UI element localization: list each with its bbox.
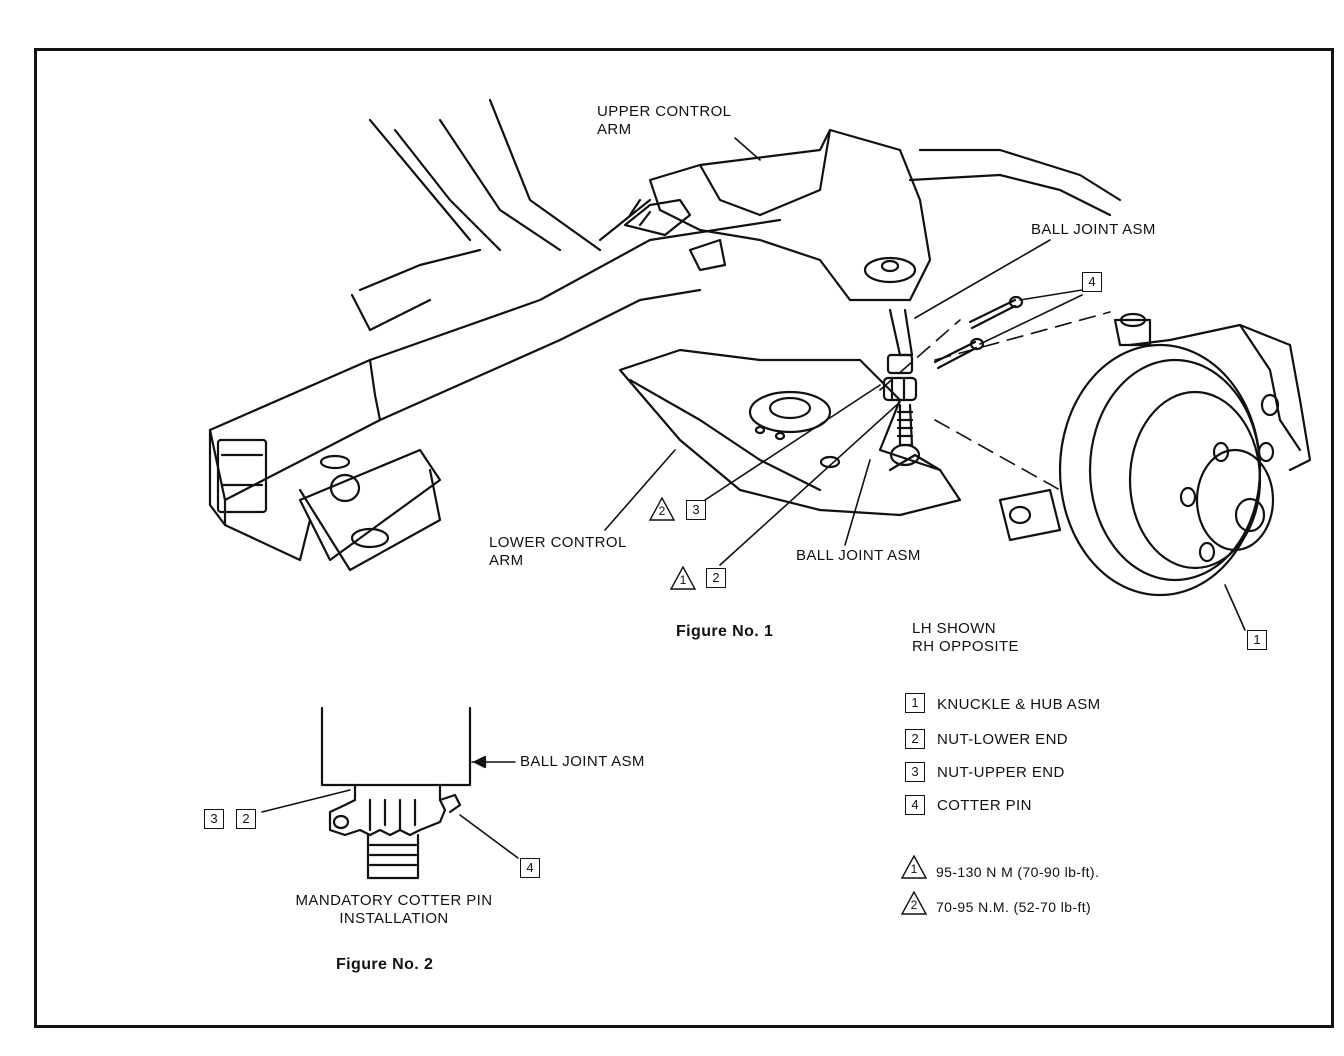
torque-spec-1: 95-130 N M (70-90 lb-ft). [936, 864, 1100, 880]
fig2-label-ball-joint: BALL JOINT ASM [520, 753, 645, 770]
fig2-callout-3: 3 [204, 809, 224, 829]
legend-text-3: NUT-UPPER END [937, 764, 1065, 781]
legend-text-1: KNUCKLE & HUB ASM [937, 696, 1101, 713]
upper-control-arm [623, 128, 932, 302]
label-side-note: LH SHOWN RH OPPOSITE [912, 620, 1019, 655]
label-lower-control-arm: LOWER CONTROL ARM [489, 534, 627, 569]
legend-num-3: 3 [905, 762, 925, 782]
torque-legend-num: 2 [910, 898, 918, 912]
label-ball-joint-upper: BALL JOINT ASM [1031, 221, 1156, 238]
callout-3: 3 [686, 500, 706, 520]
cotter-pins [933, 295, 1024, 370]
callout-1: 1 [1247, 630, 1267, 650]
torque-triangle-num: 2 [658, 504, 666, 518]
figure2-drawing [261, 706, 519, 880]
leader-lines [604, 137, 1246, 631]
legend-num-2: 2 [905, 729, 925, 749]
figure2-caption: Figure No. 2 [336, 956, 434, 973]
figure1-caption: Figure No. 1 [676, 623, 774, 640]
legend-text-2: NUT-LOWER END [937, 731, 1069, 748]
torque-legend-num: 1 [910, 862, 918, 876]
legend-num-4: 4 [905, 795, 925, 815]
label-upper-control-arm: UPPER CONTROL ARM [597, 103, 732, 138]
torque-triangle-1: 1 [670, 566, 696, 590]
label-ball-joint-lower: BALL JOINT ASM [796, 547, 921, 564]
callout-2: 2 [706, 568, 726, 588]
drawing-frame [34, 48, 1334, 1028]
torque-spec-2: 70-95 N.M. (52-70 lb-ft) [936, 899, 1092, 915]
torque-legend-triangle-1: 1 [901, 855, 927, 879]
torque-triangle-num: 1 [679, 573, 687, 587]
lower-control-arm [618, 348, 962, 517]
torque-legend-triangle-2: 2 [901, 891, 927, 915]
torque-triangle-2: 2 [649, 497, 675, 521]
legend-text-4: COTTER PIN [937, 797, 1032, 814]
frame-rail [208, 98, 1122, 572]
fig2-callout-4: 4 [520, 858, 540, 878]
knuckle-hub [998, 312, 1312, 597]
assembly-lines [879, 311, 1111, 491]
callout-4: 4 [1082, 272, 1102, 292]
fig2-label-installation: MANDATORY COTTER PIN INSTALLATION [295, 892, 493, 927]
fig2-callout-2: 2 [236, 809, 256, 829]
legend-num-1: 1 [905, 693, 925, 713]
ball-joint-parts [882, 308, 921, 467]
